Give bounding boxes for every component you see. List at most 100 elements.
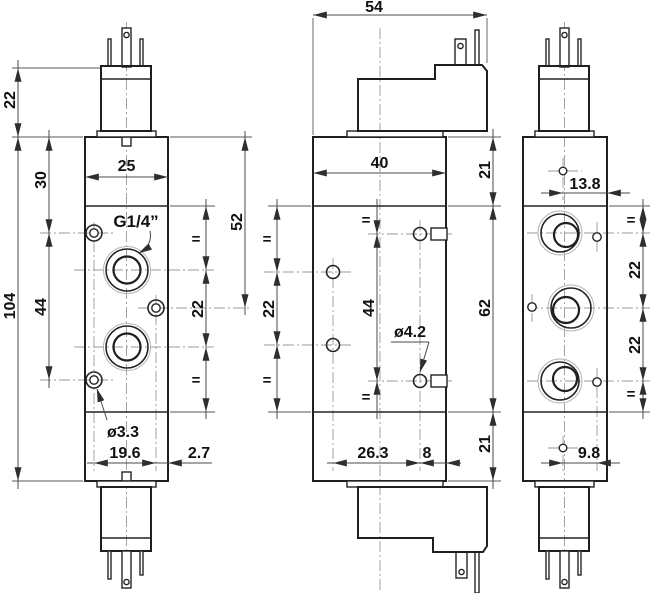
dim-port-spacing: 22 (190, 300, 207, 318)
dim-upper-span: 52 (229, 213, 246, 231)
dim-overall-height: 104 (2, 293, 19, 320)
hole-dia-leader (96, 388, 108, 421)
coil-ground-tab (559, 550, 570, 589)
dim-bottom-section: 21 (477, 435, 494, 453)
solenoid-coil (538, 65, 590, 132)
coil-pin (107, 38, 112, 67)
port-5-thread (540, 361, 580, 401)
armature-tab-top (121, 136, 132, 147)
side-dimensions (268, 11, 501, 489)
front-solenoid-top (96, 27, 157, 138)
mount-hole-counterbore (85, 224, 103, 242)
dim-hole-spacing: 44 (33, 298, 50, 316)
tab-hole (561, 31, 568, 39)
dim-top-section: 21 (477, 161, 494, 179)
side-labels: 54 40 21 = 22 = = 44 = ø4.2 62 21 26.3 8 (261, 0, 494, 462)
dim-coil-height: 22 (2, 91, 19, 109)
front-ports (85, 224, 165, 389)
coil-pin (545, 550, 550, 580)
dim-eq-top: = (192, 231, 201, 248)
dim-port-spacing-upper: 22 (627, 261, 644, 279)
dim-eq-mid-top: = (362, 212, 371, 229)
dim-eq-top: = (627, 212, 636, 229)
side-centerlines (264, 28, 452, 591)
dim-pilot-hole-dia: ø4.2 (394, 324, 426, 341)
tab-hole (458, 568, 465, 576)
port-1-thread (540, 213, 580, 253)
coil-pin (577, 550, 582, 576)
face-hole (325, 264, 341, 280)
port-4-bore (112, 332, 142, 362)
back-labels: 13.8 = 22 22 = 9.8 (569, 176, 644, 462)
solenoid-coil (100, 486, 152, 552)
dim-overall-width: 54 (365, 0, 383, 16)
dim-eq-left-bottom: = (263, 372, 272, 389)
port-4-thread (105, 325, 149, 369)
dim-bottom-hole-offset: 9.8 (578, 445, 600, 462)
coil-pin (139, 38, 144, 67)
dim-hole-offset: 26.3 (357, 445, 388, 462)
dim-body-depth: 40 (371, 155, 389, 172)
solenoid-connector-profile (357, 64, 488, 132)
mount-hole (89, 375, 99, 385)
thread-label: G1/4” (113, 212, 158, 231)
front-dimensions (12, 60, 252, 489)
coil-pin (107, 550, 112, 580)
dim-eq-bottom: = (192, 372, 201, 389)
back-view: 13.8 = 22 22 = 9.8 (522, 22, 650, 591)
mount-hole (592, 377, 602, 387)
port-2-thread (105, 248, 149, 292)
front-labels: 22 104 30 44 25 G1/4” = 22 = 52 ø3.3 19.… (2, 91, 246, 462)
mount-hole (151, 303, 161, 313)
dim-top-hole-offset: 13.8 (569, 176, 600, 193)
mount-hole-counterbore (147, 299, 165, 317)
face-hole (325, 337, 341, 353)
solenoid-connector-profile (357, 486, 488, 553)
thread-leader (138, 230, 153, 254)
port-3-bore (551, 295, 581, 325)
pilot-hole-top (558, 166, 568, 176)
mount-hole (89, 228, 99, 238)
pilot-hole-bottom (412, 373, 428, 389)
dim-edge-offset: 2.7 (188, 445, 210, 462)
pilot-hole-bottom (558, 443, 568, 453)
mount-hole (592, 232, 602, 242)
mount-hole (527, 302, 537, 312)
override-tab-top (430, 227, 448, 241)
coil-pin (577, 38, 582, 67)
mount-hole-counterbore (85, 371, 103, 389)
port-2-bore (112, 255, 142, 285)
dim-mount-hole-dia: ø3.3 (107, 424, 139, 441)
override-tab-bottom (430, 374, 448, 388)
dim-edge-offset: 8 (423, 445, 432, 462)
dim-port-spacing-lower: 22 (627, 336, 644, 354)
dim-eq-bottom: = (627, 386, 636, 403)
port-1-bore (552, 221, 580, 249)
side-view: 54 40 21 = 22 = = 44 = ø4.2 62 21 26.3 8 (261, 0, 501, 593)
dim-left-hole-spacing: 22 (261, 300, 278, 318)
armature-tab-bottom (121, 471, 132, 482)
back-dimensions (541, 189, 650, 467)
dim-body-width: 25 (118, 158, 136, 175)
dim-pilot-hole-spacing: 44 (361, 299, 378, 317)
back-solenoid-bottom (534, 480, 595, 589)
tab-hole (123, 31, 130, 39)
side-connector-top (346, 29, 488, 138)
front-solenoid-bottom (96, 480, 157, 589)
dim-port1-offset: 30 (33, 171, 50, 189)
back-solenoid-top (534, 27, 595, 138)
tab-hole (561, 578, 568, 586)
dim-hole-span: 19.6 (109, 445, 140, 462)
solenoid-coil (100, 65, 152, 132)
front-view: 22 104 30 44 25 G1/4” = 22 = 52 ø3.3 19.… (2, 22, 252, 591)
coil-pin (139, 550, 144, 576)
dim-eq-mid-bottom: = (362, 389, 371, 406)
coil-pin (545, 38, 550, 67)
tab-hole (457, 42, 464, 50)
port-3-thread (550, 287, 592, 329)
dim-eq-left-top: = (263, 231, 272, 248)
front-centerlines (40, 22, 252, 591)
coil-pin (474, 551, 480, 593)
